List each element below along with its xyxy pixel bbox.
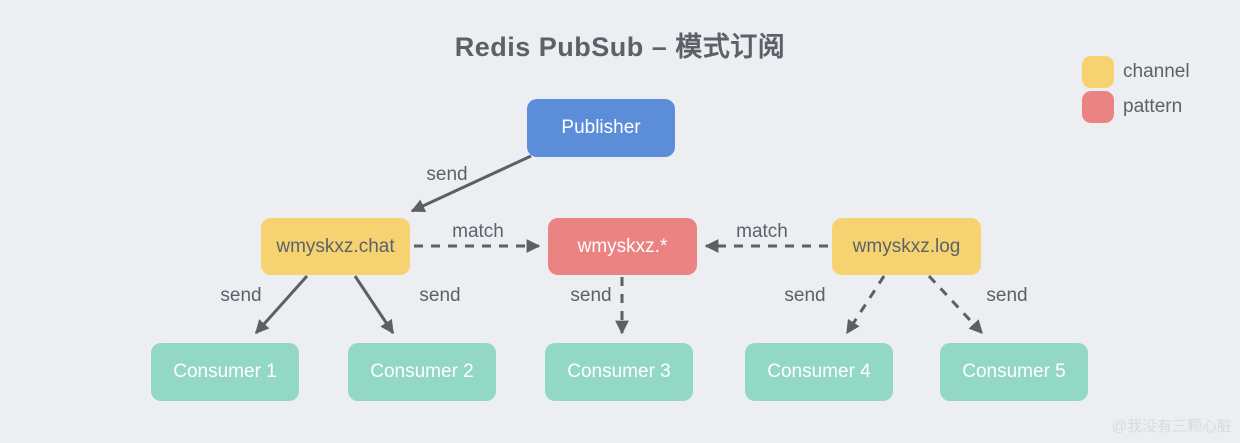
- node-channel-wmyskxz-log: wmyskxz.log: [832, 218, 981, 275]
- edge-label-send-log-consumer5: send: [986, 285, 1028, 306]
- edge-chat-to-consumer1: [254, 274, 309, 335]
- edge-label-send-chat-consumer1: send: [220, 285, 262, 306]
- node-publisher: Publisher: [527, 99, 675, 157]
- node-consumer-2: Consumer 2: [348, 343, 496, 401]
- legend-item-pattern: pattern: [1082, 91, 1190, 123]
- legend-item-channel: channel: [1082, 56, 1190, 88]
- legend-label-channel: channel: [1123, 61, 1190, 82]
- edge-log-to-consumer4: [845, 275, 886, 335]
- node-pattern-wmyskxz-star: wmyskxz.*: [548, 218, 697, 275]
- legend-label-pattern: pattern: [1123, 96, 1183, 117]
- node-consumer-4: Consumer 4: [745, 343, 893, 401]
- channel-color-swatch: [1082, 56, 1114, 88]
- diagram-title: Redis PubSub – 模式订阅: [454, 32, 786, 62]
- edge-label-match-chat-pattern: match: [452, 221, 504, 242]
- edge-label-send-publisher-chat: send: [426, 164, 468, 185]
- edge-label-send-log-consumer4: send: [784, 285, 826, 306]
- node-consumer-3: Consumer 3: [545, 343, 693, 401]
- pattern-color-swatch: [1082, 91, 1114, 123]
- edge-label-match-log-pattern: match: [736, 221, 788, 242]
- edge-label-send-pattern-consumer3: send: [570, 285, 612, 306]
- node-channel-wmyskxz-chat: wmyskxz.chat: [261, 218, 410, 275]
- edge-chat-to-consumer2: [353, 275, 395, 335]
- edge-log-to-consumer5: [927, 274, 984, 335]
- edge-label-send-chat-consumer2: send: [419, 285, 461, 306]
- node-consumer-1: Consumer 1: [151, 343, 299, 401]
- node-consumer-5: Consumer 5: [940, 343, 1088, 401]
- legend: channel pattern: [1082, 56, 1190, 123]
- watermark: @我没有三颗心脏: [1111, 418, 1232, 435]
